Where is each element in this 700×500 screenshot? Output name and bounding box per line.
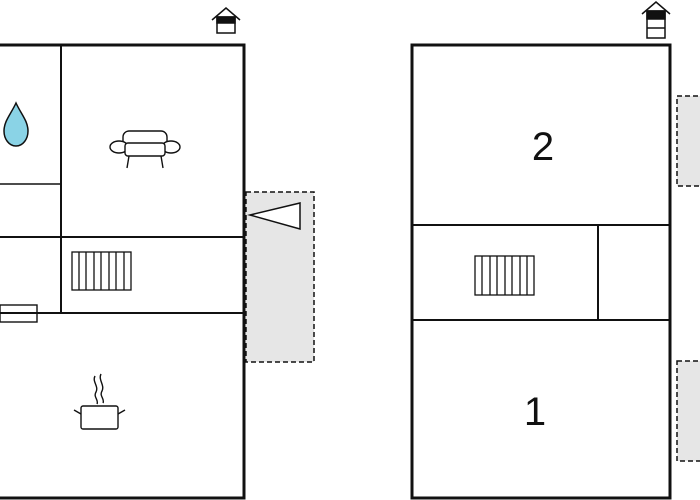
- terrace-entry-triangle-icon: [247, 202, 301, 230]
- cooking-pot-icon: [73, 373, 126, 430]
- upper-floor-outer-wall: [410, 43, 672, 500]
- house-entrance-icon: [211, 7, 241, 34]
- balcony-area: [676, 360, 700, 462]
- sofa-icon: [109, 130, 181, 169]
- upper-floor: 2 1: [410, 1, 700, 500]
- balcony-area: [676, 95, 700, 187]
- ground-floor-outer-wall: [0, 43, 246, 500]
- room-number-label: 2: [532, 125, 554, 169]
- room-number-label: 1: [524, 390, 546, 434]
- ground-floor: [0, 7, 315, 500]
- water-drop-icon: [3, 101, 29, 147]
- radiator-icon: [474, 255, 535, 296]
- house-entrance-icon: [641, 1, 671, 39]
- radiator-icon: [71, 251, 132, 291]
- wall-fixture: [0, 304, 38, 323]
